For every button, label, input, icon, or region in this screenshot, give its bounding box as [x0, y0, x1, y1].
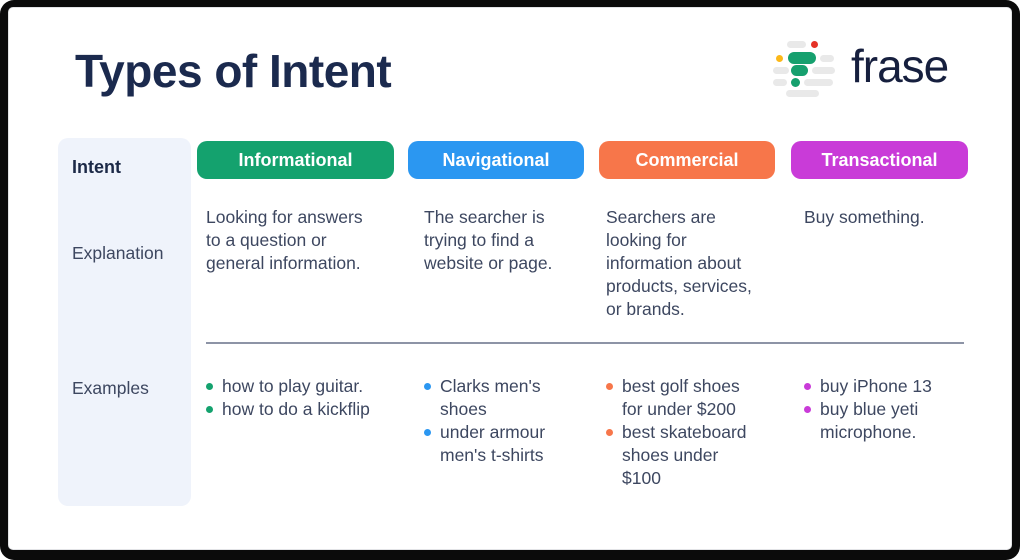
explanation-informational: Looking for answers to a question or gen… — [206, 207, 363, 273]
bullet-icon — [424, 429, 431, 436]
examples-navigational: Clarks men's shoes under armour men's t-… — [424, 375, 619, 467]
frase-logo: frase — [771, 38, 949, 100]
list-item: buy iPhone 13 — [804, 375, 999, 398]
header-pill-navigational: Navigational — [408, 141, 584, 179]
logo-dot-green — [791, 78, 800, 87]
list-item: how to play guitar. — [206, 375, 401, 398]
example-text: buy blue yeti microphone. — [820, 399, 919, 442]
header-pill-informational: Informational — [197, 141, 394, 179]
example-text: best skateboard shoes under $100 — [622, 422, 747, 488]
bullet-icon — [804, 406, 811, 413]
logo-bar — [787, 41, 806, 48]
explanation-transactional: Buy something. — [804, 207, 925, 227]
header-pill-commercial: Commercial — [599, 141, 775, 179]
examples-informational: how to play guitar. how to do a kickflip — [206, 375, 401, 421]
bullet-icon — [606, 429, 613, 436]
example-text: how to do a kickflip — [222, 399, 370, 419]
example-text: under armour men's t-shirts — [440, 422, 546, 465]
logo-bar — [773, 67, 789, 74]
example-text: buy iPhone 13 — [820, 376, 932, 396]
bullet-icon — [606, 383, 613, 390]
infographic-card: Types of Intent frase Intent Explanation… — [8, 7, 1012, 550]
logo-dot-red — [811, 41, 818, 48]
list-item: Clarks men's shoes — [424, 375, 619, 421]
example-text: how to play guitar. — [222, 376, 364, 396]
frase-logo-icon — [771, 38, 837, 100]
logo-bar-green — [788, 52, 816, 64]
row-label-panel — [58, 138, 191, 506]
logo-bar-green — [791, 65, 808, 76]
list-item: under armour men's t-shirts — [424, 421, 619, 467]
example-text: Clarks men's shoes — [440, 376, 541, 419]
list-item: buy blue yeti microphone. — [804, 398, 999, 444]
row-label-examples: Examples — [72, 378, 149, 398]
bullet-icon — [424, 383, 431, 390]
logo-bar — [786, 90, 819, 97]
logo-bar — [773, 79, 787, 86]
logo-bar — [804, 79, 833, 86]
explanation-navigational: The searcher is trying to find a website… — [424, 207, 553, 273]
bullet-icon — [206, 383, 213, 390]
row-label-explanation: Explanation — [72, 243, 164, 263]
list-item: best golf shoes for under $200 — [606, 375, 801, 421]
logo-dot-yellow — [776, 55, 783, 62]
row-divider — [206, 342, 964, 344]
bullet-icon — [804, 383, 811, 390]
row-label-intent: Intent — [72, 157, 121, 177]
bullet-icon — [206, 406, 213, 413]
list-item: best skateboard shoes under $100 — [606, 421, 801, 490]
page-title: Types of Intent — [75, 45, 392, 97]
examples-commercial: best golf shoes for under $200 best skat… — [606, 375, 801, 490]
examples-transactional: buy iPhone 13 buy blue yeti microphone. — [804, 375, 999, 444]
list-item: how to do a kickflip — [206, 398, 401, 421]
frase-wordmark: frase — [851, 40, 949, 92]
logo-bar — [812, 67, 835, 74]
explanation-commercial: Searchers are looking for information ab… — [606, 207, 752, 319]
example-text: best golf shoes for under $200 — [622, 376, 740, 419]
header-pill-transactional: Transactional — [791, 141, 968, 179]
logo-bar — [820, 55, 834, 62]
